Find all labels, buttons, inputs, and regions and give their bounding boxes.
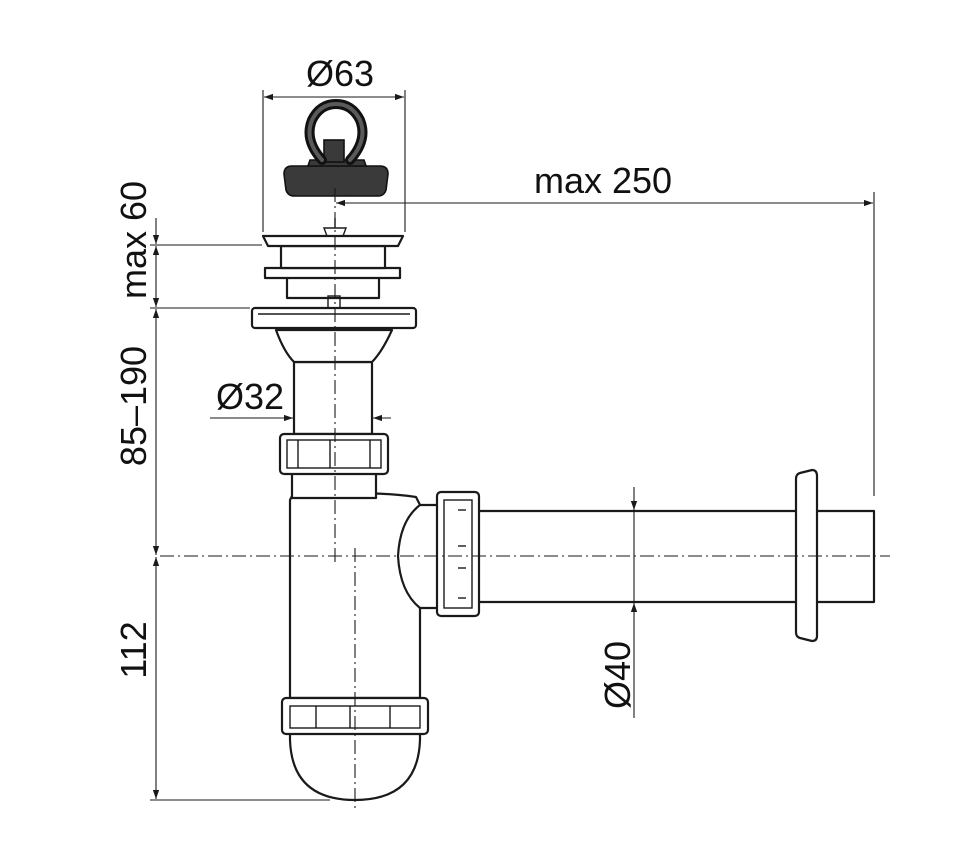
tube-nut xyxy=(278,432,390,476)
waste-height-label: max 60 xyxy=(113,181,154,299)
tube-diameter-label: Ø32 xyxy=(216,376,284,417)
dimension-tube-diameter: Ø32 xyxy=(210,376,391,422)
wall-flange xyxy=(794,468,876,643)
dimension-plug-diameter: Ø63 xyxy=(262,53,406,232)
bottle-trap-body xyxy=(288,492,442,700)
plug-stopper xyxy=(283,139,389,197)
trap-depth-label: 112 xyxy=(113,621,154,678)
outlet-nut xyxy=(435,490,481,618)
plug-diameter-label: Ø63 xyxy=(306,53,374,94)
waste-flange xyxy=(250,234,418,330)
outlet-reach-label: max 250 xyxy=(534,160,672,201)
vertical-tube xyxy=(274,328,394,500)
dimension-outlet-reach: max 250 xyxy=(336,160,875,496)
outlet-diameter-label: Ø40 xyxy=(597,641,638,709)
center-lines xyxy=(160,188,890,810)
adjustable-height-label: 85–190 xyxy=(113,346,154,466)
plug-chain-ring xyxy=(304,98,368,165)
dimension-outlet-diameter: Ø40 xyxy=(597,487,638,718)
dimension-chain-left: max 60 85–190 112 xyxy=(113,181,330,801)
